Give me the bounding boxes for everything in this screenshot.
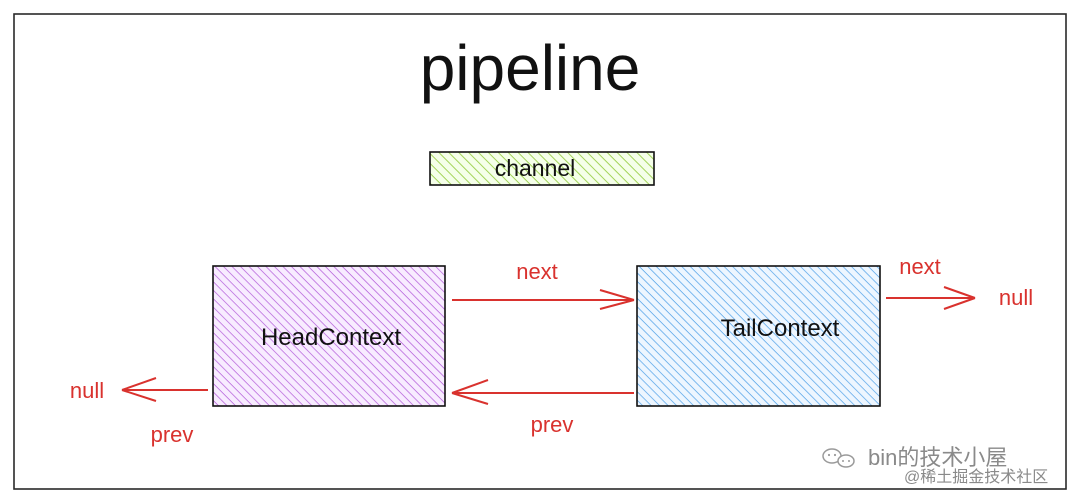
channel-hatch [430,152,654,185]
prev-arrow-head-to-null [121,377,208,402]
watermark: bin的技术小屋 @稀土掘金技术社区 [822,445,1048,486]
head-context-border [212,265,446,407]
next-null-arrow-head-top [943,286,976,299]
next-null-arrow-head-bottom [943,297,976,310]
channel-box: channel [429,151,655,186]
next-arrow-head-top [599,289,635,301]
diagram-title: pipeline [420,32,641,104]
wechat-icon [822,448,855,468]
null-left-label: null [70,378,104,403]
next-arrow-tail-to-null [886,286,976,310]
prev-null-arrow-head-bottom [121,389,157,402]
next-label-head-tail: next [516,259,558,284]
next-arrow-head-to-tail [452,289,635,310]
head-context-node: HeadContext [212,265,446,407]
prev-null-arrow-head-top [121,377,157,391]
tail-context-hatch [637,266,880,406]
outer-frame [13,13,1067,490]
prev-label-tail-head: prev [531,412,574,437]
channel-label: channel [495,155,576,181]
channel-border [429,151,655,186]
null-right-label: null [999,285,1033,310]
tail-context-node: TailContext [636,265,881,407]
prev-arrow-tail-to-head [451,379,634,405]
watermark-secondary: @稀土掘金技术社区 [904,468,1048,486]
next-arrow-head-bottom [599,299,635,310]
prev-arrow-head-bottom [451,392,489,405]
watermark-primary: bin的技术小屋 [868,445,1007,470]
tail-context-border [636,265,881,407]
prev-arrow-head-top [451,379,489,394]
next-label-tail-null: next [899,254,941,279]
head-context-hatch [213,266,445,406]
tail-context-label: TailContext [721,315,840,342]
prev-label-head-null: prev [151,422,194,447]
head-context-label: HeadContext [261,324,401,351]
